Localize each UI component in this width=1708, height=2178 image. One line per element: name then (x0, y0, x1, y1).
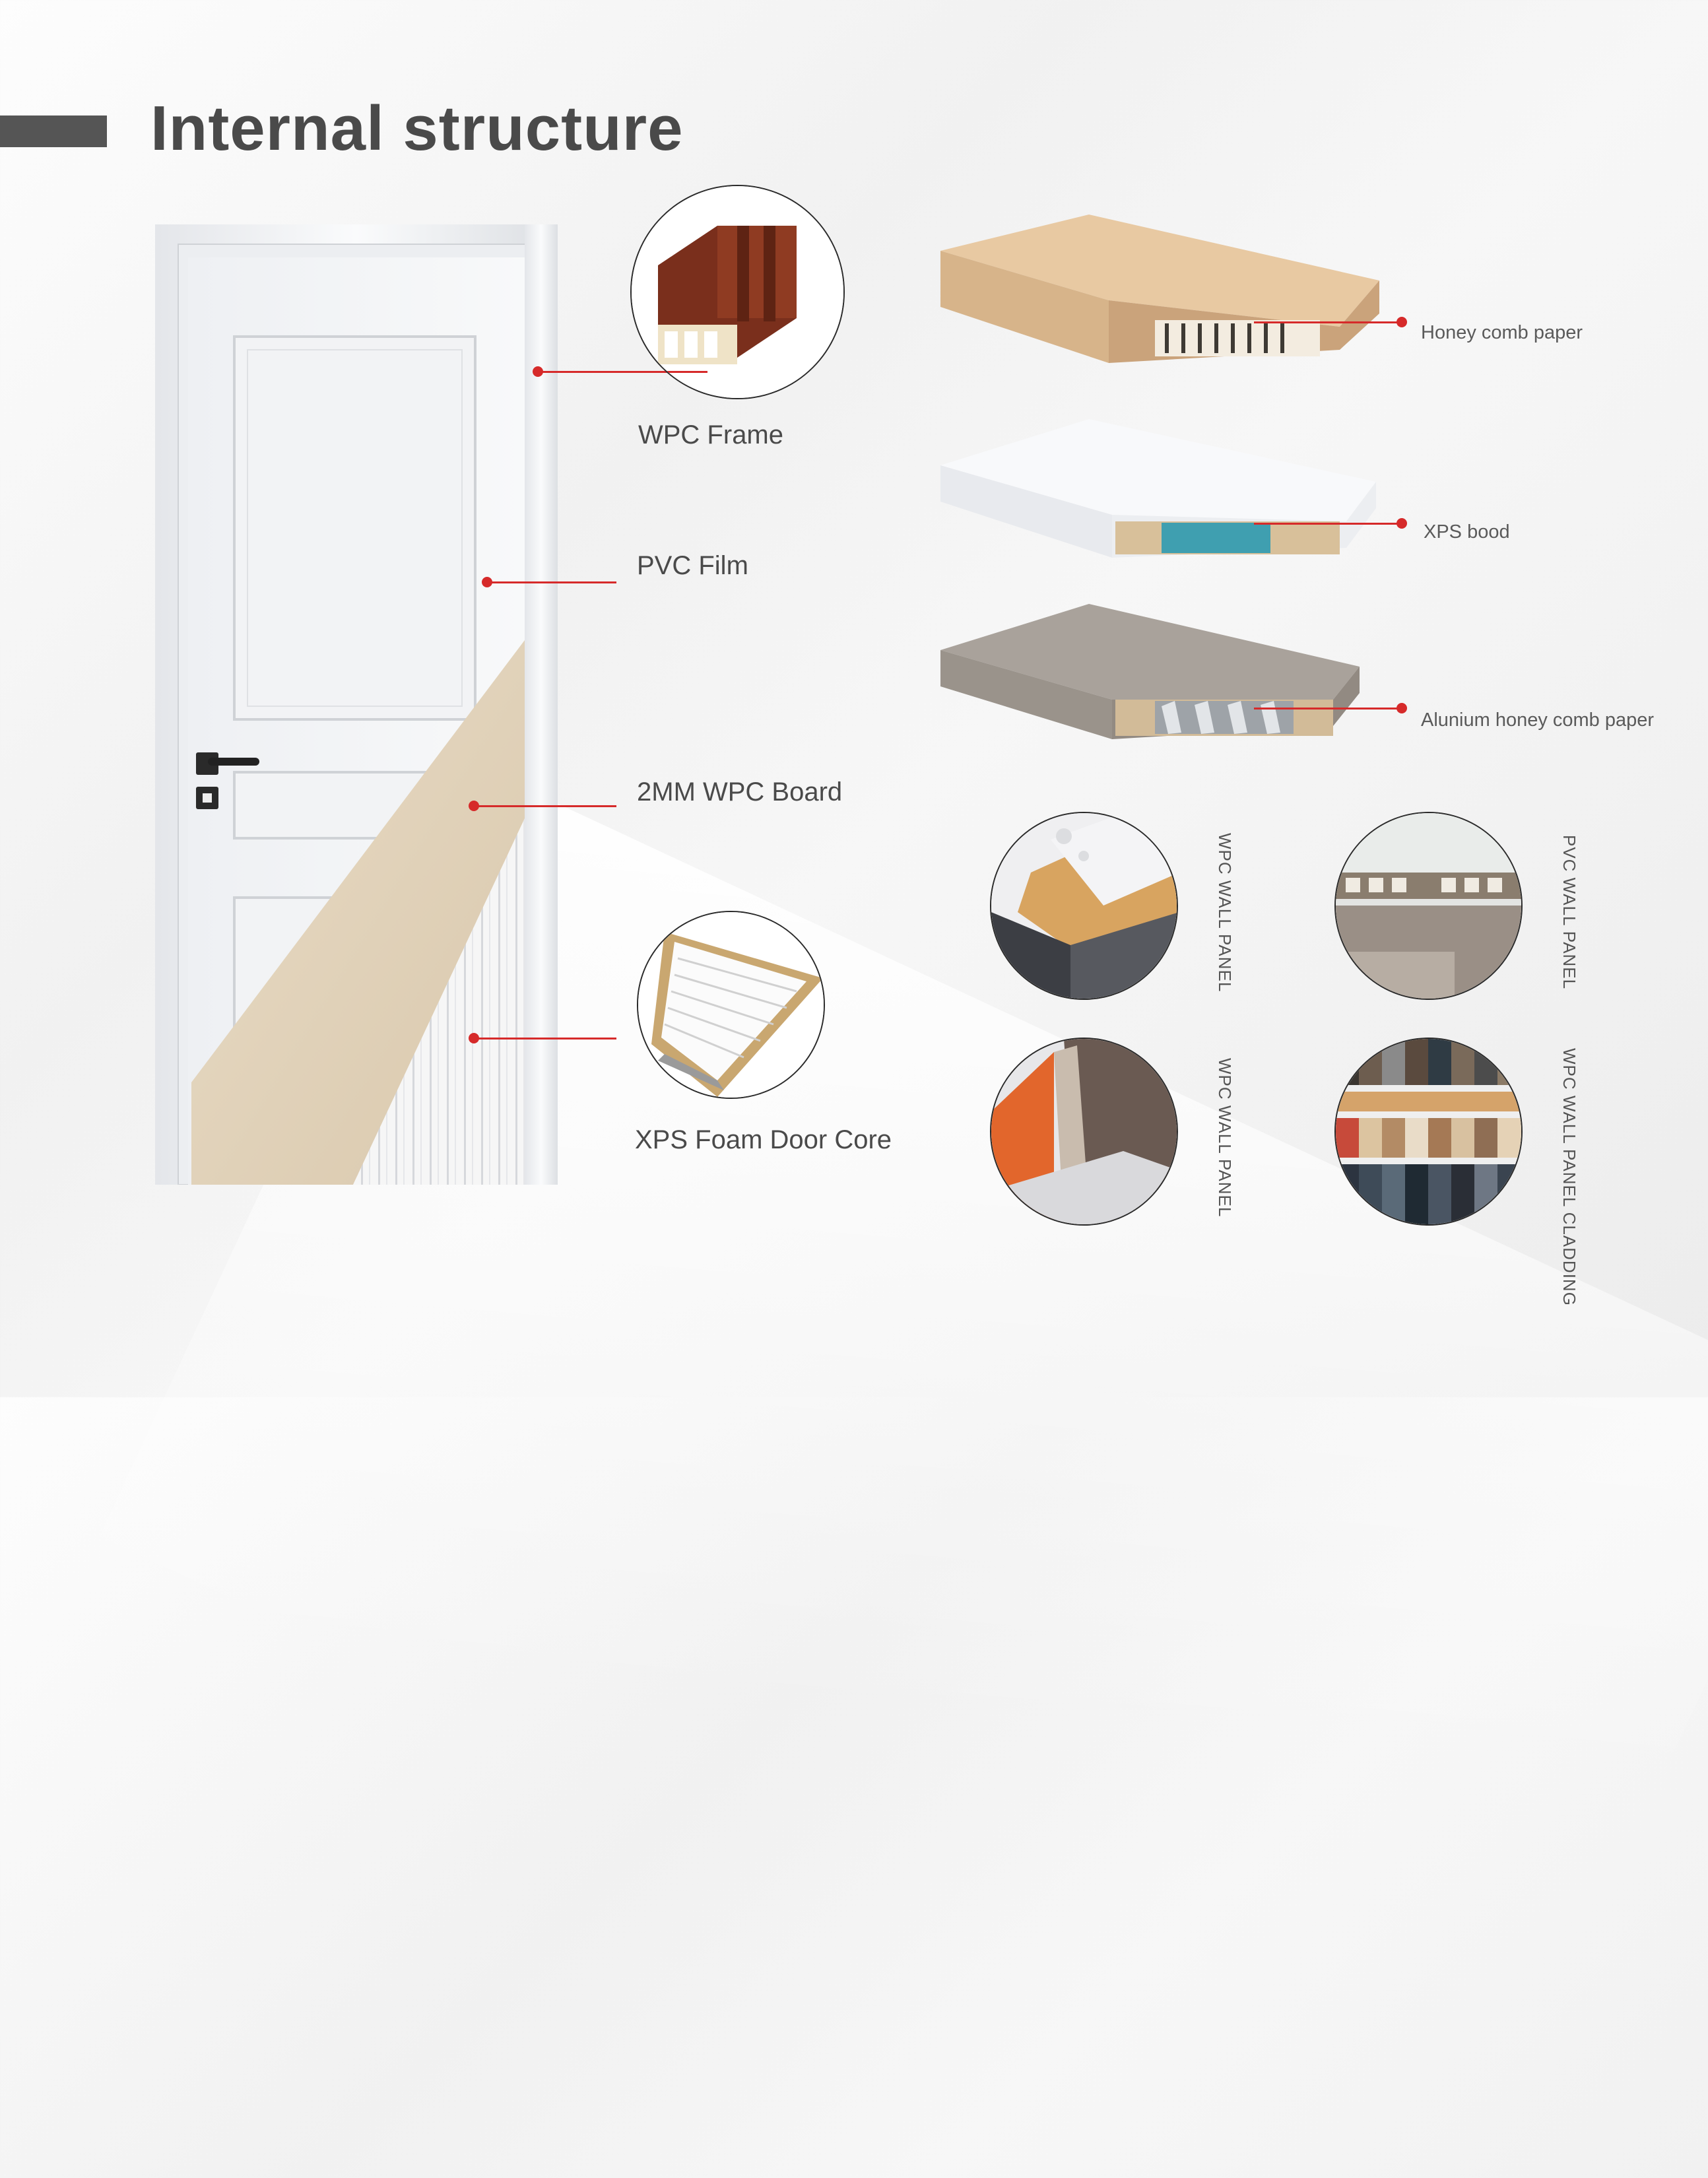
pvc-film-label: PVC Film (637, 551, 748, 580)
wpc-board-section (191, 640, 525, 1185)
xps-core-cross-section-image (638, 912, 824, 1098)
xps-core-circle (637, 911, 825, 1099)
wpc-wall-panel-cladding-circle (1334, 1038, 1523, 1226)
pvc-wall-panel-label: PVC WALL PANEL (1560, 835, 1579, 990)
aluminium-dot (1396, 703, 1407, 713)
xps-core-section (353, 818, 525, 1185)
wpc-wall-panel-image-1 (991, 813, 1177, 999)
door-upper-panel (233, 335, 476, 721)
wpc-frame-profile-image (632, 186, 843, 398)
pvc-wall-panel-image (1336, 813, 1521, 999)
door-illustration (155, 224, 558, 1188)
honeycomb-dot (1396, 317, 1407, 327)
honeycomb-line (1254, 321, 1399, 323)
xps-core-label: XPS Foam Door Core (635, 1125, 892, 1154)
wpc-wall-panel-cladding-image (1336, 1039, 1521, 1224)
wpc-wall-panel-circle-2 (990, 1038, 1178, 1226)
wpc-frame-label: WPC Frame (638, 420, 783, 449)
xps-board-label: XPS bood (1424, 521, 1510, 543)
page-title: Internal structure (150, 93, 684, 164)
xps-board-line (1254, 523, 1399, 525)
door-svg (155, 224, 558, 1185)
pvc-wall-panel-circle (1334, 812, 1523, 1000)
pvc-film-line (487, 581, 616, 583)
wpc-board-label: 2MM WPC Board (637, 777, 843, 807)
xps-core-line (474, 1038, 616, 1040)
aluminium-honeycomb-slab (940, 604, 1360, 739)
wpc-wall-panel-label-1: WPC WALL PANEL (1215, 833, 1235, 993)
honeycomb-label: Honey comb paper (1421, 322, 1583, 343)
aluminium-line (1254, 708, 1399, 710)
wpc-wall-panel-circle-1 (990, 812, 1178, 1000)
wpc-wall-panel-label-2: WPC WALL PANEL (1215, 1058, 1235, 1218)
wpc-wall-panel-cladding-label: WPC WALL PANEL CLADDING (1560, 1048, 1579, 1306)
wpc-board-line (474, 805, 616, 807)
title-accent-bar (0, 116, 107, 147)
wpc-wall-panel-image-2 (991, 1039, 1177, 1224)
wpc-frame-line (538, 371, 706, 373)
door-handle-lever (208, 758, 259, 766)
xps-board-dot (1396, 518, 1407, 529)
wpc-frame-circle (630, 185, 845, 399)
aluminium-label: Alunium honey comb paper (1421, 710, 1655, 731)
honeycomb-paper-slab (940, 214, 1379, 363)
xps-board-slab (940, 419, 1376, 558)
